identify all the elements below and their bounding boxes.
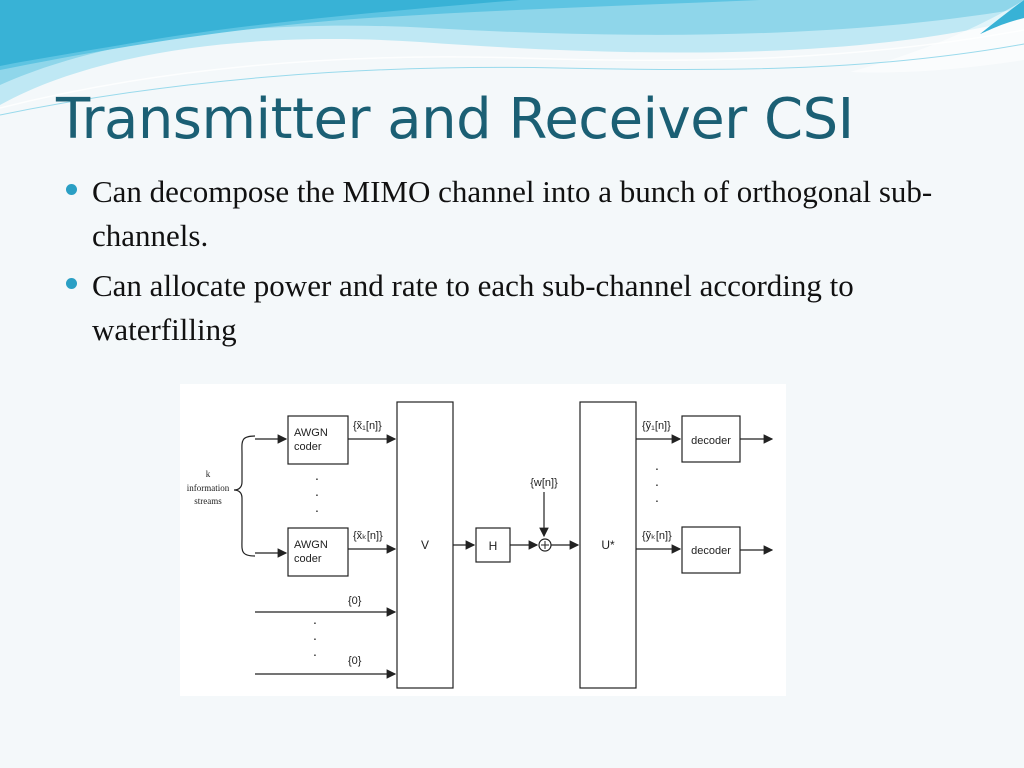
bullet-list: Can decompose the MIMO channel into a bu… [66, 170, 966, 358]
coder-label: coder [294, 553, 322, 565]
coder-output-label-k: {x̃ₖ[n]} [353, 530, 383, 542]
v-block-label: V [421, 538, 429, 552]
streams-brace [233, 435, 256, 557]
ellipsis-dots: . [655, 473, 659, 489]
decoder-label: decoder [691, 435, 731, 447]
coder-label: AWGN [294, 427, 328, 439]
ellipsis-dots: . [313, 611, 317, 627]
decoder-k: decoder [681, 526, 741, 574]
u-receiver-block: U* [579, 401, 637, 689]
streams-label-line-3: streams [194, 496, 222, 506]
mimo-block-diagram: k information streams AWGN coder AWGN co… [180, 384, 786, 696]
ellipsis-dots: . [315, 467, 319, 483]
noise-label: {w[n]} [530, 477, 558, 489]
coder-label: AWGN [294, 539, 328, 551]
receiver-output-label-k: {ỹₖ[n]} [642, 530, 672, 542]
zero-input-label-1: {0} [348, 595, 362, 607]
bullet-text: Can allocate power and rate to each sub-… [92, 268, 854, 347]
v-precoder-block: V [396, 401, 454, 689]
h-channel-block: H [475, 527, 511, 563]
ellipsis-dots: . [655, 489, 659, 505]
adder-icon [538, 538, 552, 552]
slide-title: Transmitter and Receiver CSI [56, 87, 854, 152]
streams-label-line-2: information [187, 483, 230, 493]
bullet-dot-icon [66, 278, 77, 289]
ellipsis-dots: . [315, 499, 319, 515]
bullet-item: Can decompose the MIMO channel into a bu… [66, 170, 966, 258]
coder-output-label-1: {x̃₁[n]} [353, 420, 382, 432]
bullet-text: Can decompose the MIMO channel into a bu… [92, 174, 933, 253]
decoder-1: decoder [681, 415, 741, 463]
zero-input-label-2: {0} [348, 655, 362, 667]
ellipsis-dots: . [655, 457, 659, 473]
ellipsis-dots: . [313, 643, 317, 659]
ellipsis-dots: . [315, 483, 319, 499]
awgn-coder-1: AWGN coder [287, 415, 349, 465]
receiver-output-label-1: {ỹ₁[n]} [642, 420, 671, 432]
u-block-label: U* [601, 538, 615, 552]
decoder-label: decoder [691, 545, 731, 557]
bullet-dot-icon [66, 184, 77, 195]
header-wave-decoration [0, 0, 1024, 116]
awgn-coder-k: AWGN coder [287, 527, 349, 577]
streams-label-line-1: k [206, 469, 211, 479]
bullet-item: Can allocate power and rate to each sub-… [66, 264, 966, 352]
ellipsis-dots: . [313, 627, 317, 643]
coder-label: coder [294, 441, 322, 453]
h-block-label: H [489, 539, 498, 553]
